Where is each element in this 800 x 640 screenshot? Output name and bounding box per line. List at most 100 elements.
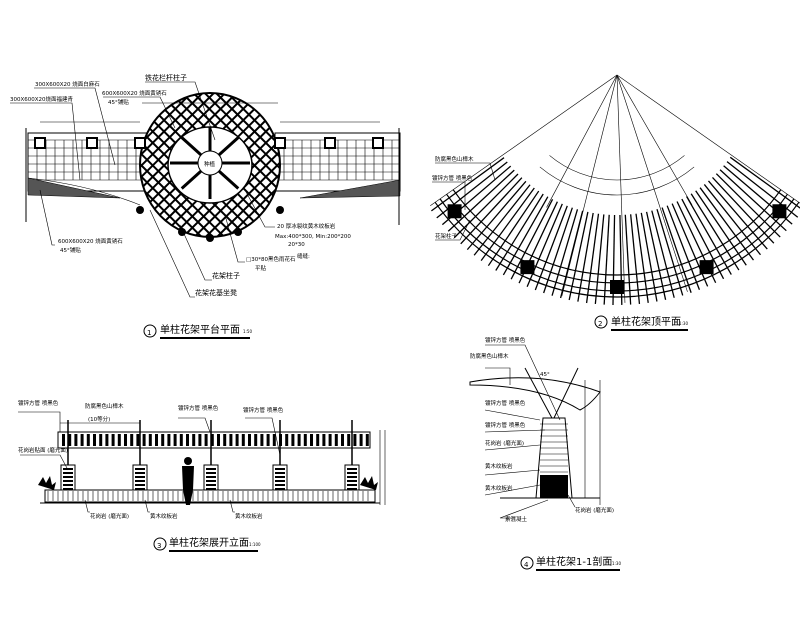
stone-course bbox=[347, 488, 357, 490]
timber-slat bbox=[603, 214, 610, 305]
timber-slat bbox=[155, 434, 158, 446]
label-pebble: □30*80黑色雨花石 bbox=[246, 255, 296, 263]
timber-slat bbox=[666, 205, 701, 290]
post-marker bbox=[274, 137, 286, 149]
label-steel-1: 镀锌方管 喷黑色 bbox=[178, 404, 219, 412]
label-timber: 防腐黑色山樟木 bbox=[470, 352, 509, 360]
stone-course bbox=[347, 468, 357, 470]
timber-slat bbox=[703, 184, 762, 256]
label-angle: 45° bbox=[540, 372, 550, 378]
stone-course bbox=[275, 480, 285, 482]
drawing-4-title: 4 单柱花架1-1剖面 1:30 bbox=[520, 555, 621, 571]
timber-slat bbox=[161, 434, 165, 446]
planting-circle bbox=[197, 150, 223, 176]
timber-slat bbox=[117, 434, 121, 446]
dimension-arc bbox=[549, 155, 685, 181]
stone-course bbox=[135, 468, 145, 470]
drawing-scale: 1:30 bbox=[679, 321, 688, 326]
timber-slat bbox=[192, 434, 196, 446]
pillar-block bbox=[772, 204, 787, 219]
timber-slat bbox=[341, 434, 344, 446]
timber-slat bbox=[365, 434, 369, 446]
stone-course bbox=[206, 468, 216, 470]
post-marker bbox=[86, 137, 98, 149]
timber-slat bbox=[186, 434, 189, 446]
stone-course bbox=[275, 476, 285, 478]
label-base-1: 花岗岩 (磨光面) bbox=[90, 512, 129, 520]
radial-line bbox=[546, 74, 618, 208]
timber-slat bbox=[142, 434, 146, 446]
timber-slat bbox=[111, 434, 115, 446]
timber-slat bbox=[630, 214, 641, 304]
drawing-title: 单柱花架展开立面 bbox=[169, 536, 249, 549]
stone-course bbox=[347, 480, 357, 482]
timber-slat bbox=[480, 187, 535, 261]
timber-slat bbox=[297, 434, 301, 446]
timber-slat bbox=[93, 434, 96, 446]
pillar-block bbox=[520, 260, 535, 275]
drawing-number: 2 bbox=[598, 320, 602, 328]
stone-course bbox=[275, 468, 285, 470]
timber-slat bbox=[316, 434, 320, 446]
timber-slat bbox=[431, 157, 505, 212]
label-pebble-note: 平贴 bbox=[255, 264, 267, 272]
timber-slat bbox=[68, 434, 72, 446]
label-stone: 花岗岩 (磨光面) bbox=[485, 439, 524, 447]
label-slate-size: Max:400*300, Min:200*200 bbox=[275, 234, 351, 240]
timber-slat bbox=[328, 434, 332, 446]
stone-course bbox=[275, 484, 285, 486]
label-yellow-rust-top: 600X600X20 烧面黄锈石 bbox=[102, 89, 167, 97]
timber-slat bbox=[248, 434, 251, 446]
timber-slat bbox=[624, 214, 632, 305]
radial-line bbox=[561, 74, 618, 297]
stone-course bbox=[275, 472, 285, 474]
stone-course bbox=[63, 484, 73, 486]
timber-slat bbox=[291, 434, 295, 446]
label-yellow-rust-top-note: 45°铺贴 bbox=[108, 98, 129, 106]
timber-slat bbox=[502, 196, 549, 276]
timber-slat bbox=[645, 211, 667, 300]
timber-slat bbox=[453, 173, 519, 239]
stone-course bbox=[347, 476, 357, 478]
timber-slat bbox=[223, 434, 227, 446]
section-1-1-drawing: 45° 镀锌方管 喷黑色 防腐黑色山樟木 镀锌方管 喷黑色 镀锌方管 喷黑色 花… bbox=[469, 336, 621, 571]
timber-slat bbox=[719, 169, 787, 232]
drawing-scale: 1:30 bbox=[612, 561, 621, 566]
radial-line bbox=[616, 74, 688, 292]
stone-course bbox=[135, 476, 145, 478]
label-slate: 20 厚冰裂纹黄木纹板岩 bbox=[277, 222, 336, 230]
pillar-block bbox=[610, 280, 624, 294]
stone-course bbox=[206, 484, 216, 486]
bench-base bbox=[44, 489, 376, 503]
timber-slat bbox=[229, 434, 233, 446]
shrub-icon bbox=[38, 476, 378, 490]
stone-course bbox=[135, 480, 145, 482]
timber-slat bbox=[353, 434, 357, 446]
drawing-title: 单柱花架顶平面 bbox=[611, 315, 681, 328]
drawing-2-title: 2 单柱花架顶平面 1:30 bbox=[594, 315, 688, 331]
timber-slat bbox=[568, 211, 589, 301]
pillar-marker bbox=[206, 234, 214, 242]
timber-slat bbox=[310, 434, 313, 446]
roof-plan-drawing: 防腐黑色山樟木 镀锌方管 喷黑色 花架柱子 2 单柱花架顶平面 1:30 bbox=[430, 74, 800, 331]
timber-slat bbox=[99, 434, 103, 446]
label-base: 花岗岩 (磨光面) bbox=[575, 506, 614, 514]
timber-slat bbox=[466, 180, 527, 251]
pillar-markers bbox=[34, 137, 384, 242]
timber-slat bbox=[62, 434, 65, 446]
timber-slat bbox=[179, 434, 183, 446]
unfolded-elevation-drawing: 镀锌方管 喷黑色 防腐黑色山樟木 (10等分) 镀锌方管 喷黑色 镀锌方管 喷黑… bbox=[18, 399, 386, 552]
planting-label: 种植 bbox=[204, 160, 216, 168]
timber-slat bbox=[272, 434, 276, 446]
timber-slat bbox=[585, 213, 600, 304]
timber-slat bbox=[86, 434, 90, 446]
label-yellow-rust-bottom: 600X600X20 烧面黄锈石 bbox=[58, 237, 123, 245]
stone-course bbox=[347, 472, 357, 474]
pillar-marker bbox=[136, 206, 144, 214]
timber-slat bbox=[690, 193, 740, 271]
timber-slat bbox=[260, 434, 264, 446]
timber-slat bbox=[543, 207, 573, 294]
timber-slat bbox=[729, 156, 800, 209]
label-pillar: 花架柱子 bbox=[212, 271, 240, 280]
label-footing: 素混凝土 bbox=[505, 515, 528, 523]
